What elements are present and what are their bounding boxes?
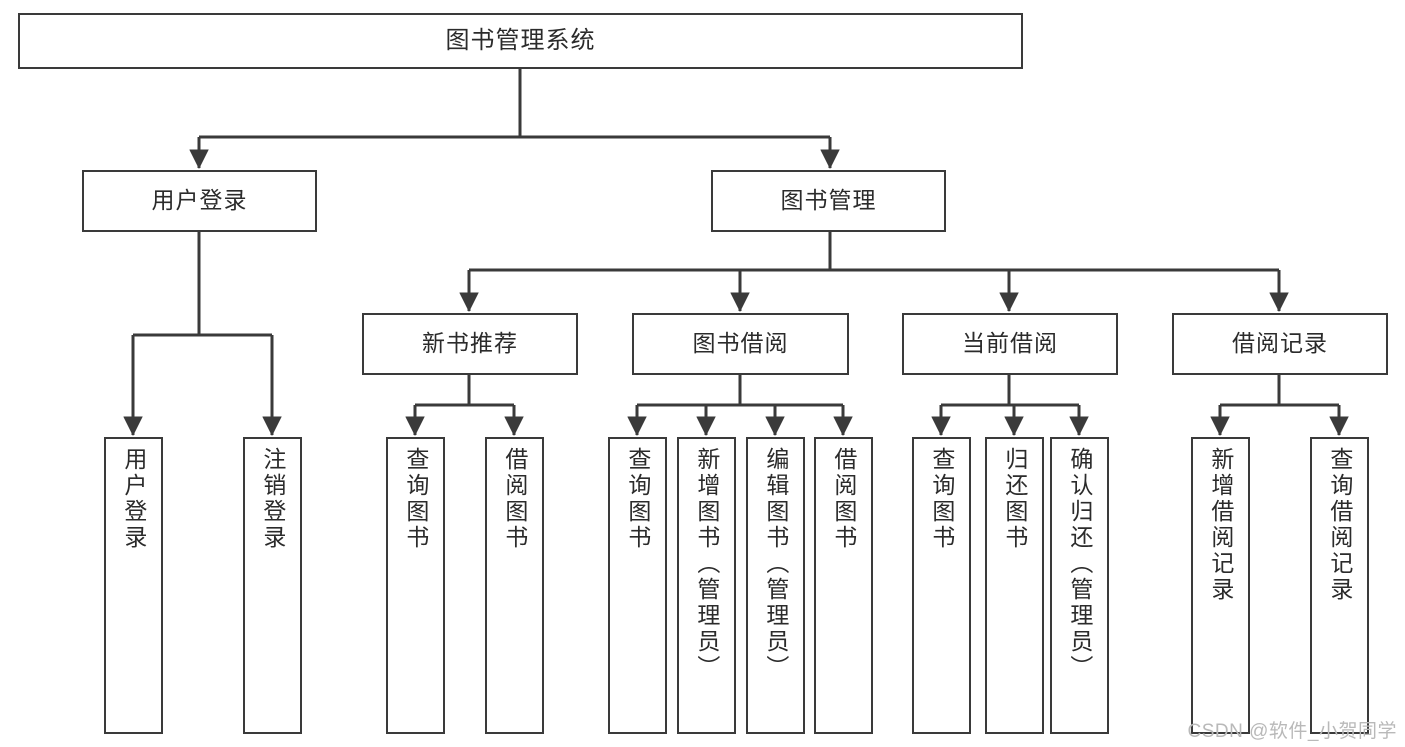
node-leaf-add-record[interactable]: 新增借阅记录 — [1191, 437, 1250, 734]
node-leaf-borrow-book-2[interactable]: 借阅图书 — [814, 437, 873, 734]
node-leaf-logout-login-label: 注销登录 — [259, 447, 286, 551]
node-leaf-add-book-label: 新增图书（管理员） — [693, 447, 720, 681]
node-leaf-query-book-1[interactable]: 查询图书 — [386, 437, 445, 734]
node-root[interactable]: 图书管理系统 — [18, 13, 1023, 69]
node-current-borrow-label: 当前借阅 — [962, 330, 1058, 357]
node-leaf-add-record-label: 新增借阅记录 — [1207, 447, 1234, 603]
node-leaf-borrow-book-1-label: 借阅图书 — [501, 447, 528, 551]
node-borrow-record-label: 借阅记录 — [1232, 330, 1328, 357]
node-leaf-user-login-label: 用户登录 — [120, 447, 147, 551]
node-leaf-edit-book[interactable]: 编辑图书（管理员） — [746, 437, 805, 734]
csdn-watermark: CSDN @软件_小贺同学 — [1187, 721, 1397, 742]
node-leaf-borrow-book-1[interactable]: 借阅图书 — [485, 437, 544, 734]
node-leaf-query-book-2-label: 查询图书 — [624, 447, 651, 551]
node-leaf-query-record-label: 查询借阅记录 — [1326, 447, 1353, 603]
node-leaf-query-record[interactable]: 查询借阅记录 — [1310, 437, 1369, 734]
node-leaf-confirm-return-label: 确认归还（管理员） — [1066, 447, 1093, 681]
node-leaf-user-login[interactable]: 用户登录 — [104, 437, 163, 734]
node-leaf-logout-login[interactable]: 注销登录 — [243, 437, 302, 734]
node-book-borrow[interactable]: 图书借阅 — [632, 313, 849, 375]
node-book-borrow-label: 图书借阅 — [692, 330, 789, 357]
node-leaf-borrow-book-2-label: 借阅图书 — [830, 447, 857, 551]
node-new-book-recommend-label: 新书推荐 — [422, 330, 518, 357]
node-root-label: 图书管理系统 — [445, 26, 596, 54]
node-leaf-edit-book-label: 编辑图书（管理员） — [762, 447, 789, 681]
node-leaf-add-book[interactable]: 新增图书（管理员） — [677, 437, 736, 734]
node-new-book-recommend[interactable]: 新书推荐 — [362, 313, 578, 375]
node-book-manage[interactable]: 图书管理 — [711, 170, 946, 232]
node-leaf-query-book-3-label: 查询图书 — [928, 447, 955, 551]
node-leaf-query-book-2[interactable]: 查询图书 — [608, 437, 667, 734]
node-leaf-return-book[interactable]: 归还图书 — [985, 437, 1044, 734]
node-current-borrow[interactable]: 当前借阅 — [902, 313, 1118, 375]
node-leaf-return-book-label: 归还图书 — [1001, 447, 1028, 551]
node-borrow-record[interactable]: 借阅记录 — [1172, 313, 1388, 375]
node-book-manage-label: 图书管理 — [780, 187, 877, 214]
node-leaf-query-book-1-label: 查询图书 — [402, 447, 429, 551]
node-leaf-query-book-3[interactable]: 查询图书 — [912, 437, 971, 734]
node-user-login-label: 用户登录 — [151, 187, 248, 214]
node-leaf-confirm-return[interactable]: 确认归还（管理员） — [1050, 437, 1109, 734]
node-user-login[interactable]: 用户登录 — [82, 170, 317, 232]
